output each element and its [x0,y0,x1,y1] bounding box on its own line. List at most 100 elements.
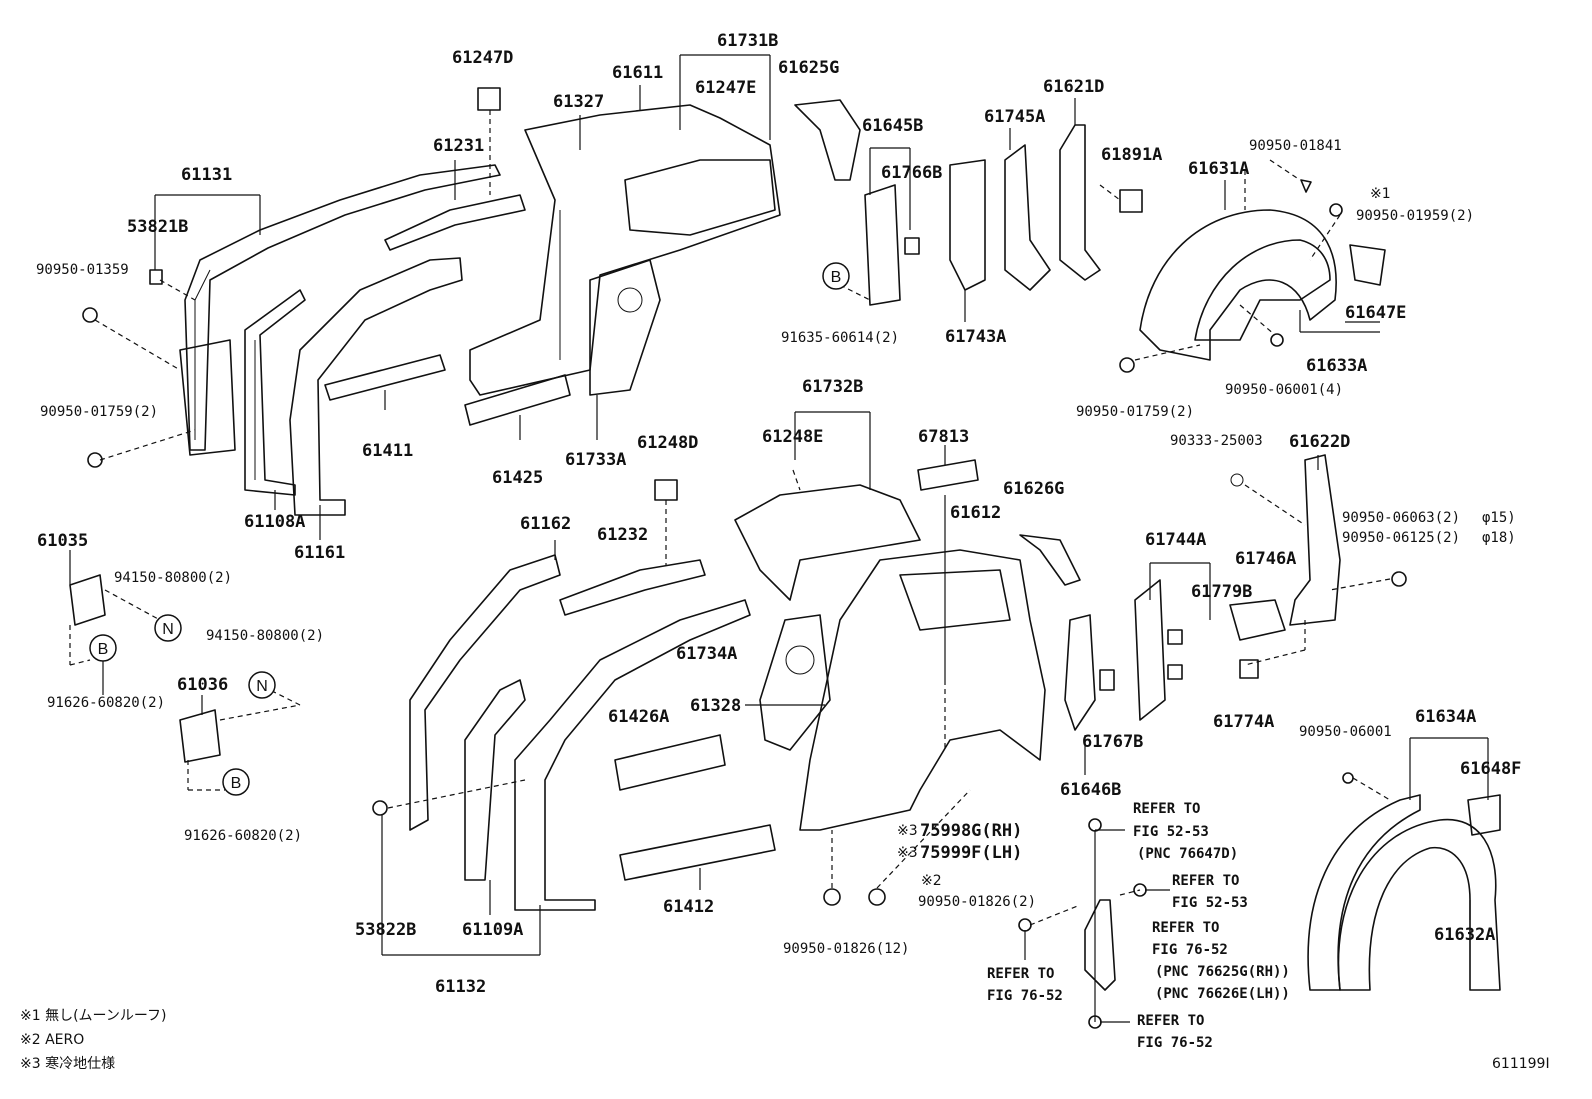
part-label-90950-01826-12: 90950-01826(12) [783,941,909,957]
part-label-61247E: 61247E [695,78,756,98]
footnotes: ※1 無し(ムーンルーフ) ※2 AERO ※3 寒冷地仕様 611199I [20,1008,1550,1072]
part-sketches [69,87,1501,1029]
part-label-61774A: 61774A [1213,712,1274,732]
part-label-61162: 61162 [520,514,571,534]
part-label-61631A: 61631A [1188,159,1249,179]
part-label-61425: 61425 [492,468,543,488]
refer-1-line-1: REFER TO [1133,801,1200,817]
part-label-61622D: 61622D [1289,432,1350,452]
part-label-61645B: 61645B [862,116,923,136]
part-label-53822B: 53822B [355,920,416,940]
part-label-61734A: 61734A [676,644,737,664]
part-label-61108A: 61108A [244,512,305,532]
refer-3-line-2: FIG 76-52 [1152,942,1228,958]
part-label-61611: 61611 [612,63,663,83]
part-label-61743A: 61743A [945,327,1006,347]
part-label-91635-60614: 91635-60614(2) [781,330,899,346]
circle-marker-text: B [231,775,242,792]
part-label-61109A: 61109A [462,920,523,940]
part-label-61161: 61161 [294,543,345,563]
part-label-61891A: 61891A [1101,145,1162,165]
part-label-61412: 61412 [663,897,714,917]
part-label-61612: 61612 [950,503,1001,523]
refer-3-line-3: (PNC 76625G(RH)) [1155,964,1290,980]
part-label-90950-06001-4: 90950-06001(4) [1225,382,1343,398]
part-label-61746A: 61746A [1235,549,1296,569]
part-label-61779B: 61779B [1191,582,1252,602]
part-label-61646B: 61646B [1060,780,1121,800]
part-label-94150-80800-bottom: 94150-80800(2) [206,628,324,644]
refer-4-line-1: REFER TO [987,966,1054,982]
part-label-61231: 61231 [433,136,484,156]
part-label-61632A: 61632A [1434,925,1495,945]
part-number-labels: 61247D 61731B 61611 61247E 61625G 61327 … [36,31,1521,997]
circle-marker-text: B [831,269,842,286]
footnote-mark-3-lh: ※3 [897,845,918,861]
part-label-61648F: 61648F [1460,759,1521,779]
part-label-61131: 61131 [181,165,232,185]
dashed-assembly-lines [69,110,1391,926]
footnote-1: ※1 無し(ムーンルーフ) [20,1008,166,1024]
part-label-61731B: 61731B [717,31,778,51]
part-label-94150-80800-top: 94150-80800(2) [114,570,232,586]
footnote-2: ※2 AERO [20,1032,84,1048]
circle-marker-n-1: N [154,614,182,642]
circle-marker-text: N [256,678,268,695]
circle-marker-n-2: N [248,671,276,699]
part-label-53821B: 53821B [127,217,188,237]
part-label-61248E: 61248E [762,427,823,447]
part-label-61633A: 61633A [1306,356,1367,376]
part-label-61426A: 61426A [608,707,669,727]
refer-5-line-1: REFER TO [1137,1013,1204,1029]
part-label-61732B: 61732B [802,377,863,397]
part-label-90950-06125: 90950-06125(2) [1342,530,1460,546]
part-label-90950-01759-left: 90950-01759(2) [40,404,158,420]
refer-3-line-4: (PNC 76626E(LH)) [1155,986,1290,1002]
circle-marker-text: N [162,621,174,638]
diameter-15: φ15) [1482,510,1516,526]
refer-2-line-2: FIG 52-53 [1172,895,1248,911]
circle-marker-b-3: B [222,768,250,796]
part-label-61248D: 61248D [637,433,698,453]
part-label-61232: 61232 [597,525,648,545]
part-label-90950-01959: 90950-01959(2) [1356,208,1474,224]
part-label-61036: 61036 [177,675,228,695]
part-label-61328: 61328 [690,696,741,716]
part-label-91626-60820-bottom: 91626-60820(2) [184,828,302,844]
part-label-61035: 61035 [37,531,88,551]
part-label-61744A: 61744A [1145,530,1206,550]
part-label-90950-01841: 90950-01841 [1249,138,1342,154]
part-label-90333-25003: 90333-25003 [1170,433,1263,449]
part-label-61625G: 61625G [778,58,839,78]
part-label-90950-06001: 90950-06001 [1299,724,1392,740]
refer-2-line-1: REFER TO [1172,873,1239,889]
part-label-61132: 61132 [435,977,486,997]
refer-3-line-1: REFER TO [1152,920,1219,936]
leader-lines [69,54,1489,1023]
part-label-90950-06063: 90950-06063(2) [1342,510,1460,526]
part-label-90950-01759-right: 90950-01759(2) [1076,404,1194,420]
part-label-61634A: 61634A [1415,707,1476,727]
circle-marker-text: B [98,641,109,658]
part-label-61327: 61327 [553,92,604,112]
footnote-mark-2: ※2 [921,873,942,889]
part-label-90950-01359: 90950-01359 [36,262,129,278]
circle-marker-b-2: B [89,634,117,662]
figure-code: 611199I [1492,1056,1550,1072]
part-label-61647E: 61647E [1345,303,1406,323]
part-label-61767B: 61767B [1082,732,1143,752]
part-label-67813: 67813 [918,427,969,447]
part-label-75998G: 75998G(RH) [920,821,1022,841]
refer-1-line-2: FIG 52-53 [1133,824,1209,840]
part-label-61733A: 61733A [565,450,626,470]
footnote-mark-3-rh: ※3 [897,823,918,839]
refer-1-line-3: (PNC 76647D) [1137,846,1238,862]
circle-marker-b-1: B [822,262,850,290]
part-label-61411: 61411 [362,441,413,461]
cross-references: REFER TO FIG 52-53 (PNC 76647D) REFER TO… [987,801,1290,1051]
part-label-91626-60820-top: 91626-60820(2) [47,695,165,711]
diameter-18: φ18) [1482,530,1516,546]
refer-4-line-2: FIG 76-52 [987,988,1063,1004]
